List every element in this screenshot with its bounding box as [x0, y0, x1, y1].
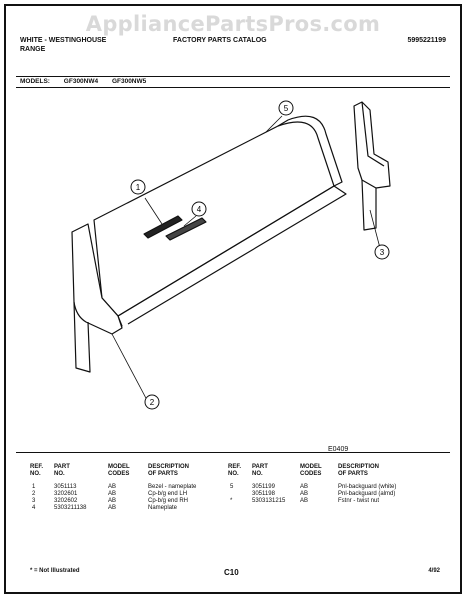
exploded-parts-diagram: 1 2 3 4 5: [71, 100, 391, 410]
model-code: AB: [108, 484, 117, 490]
catalog-title: FACTORY PARTS CATALOG: [173, 37, 267, 44]
part-number: 3051113: [54, 484, 77, 490]
page-number: C10: [224, 568, 239, 577]
callout-1: 1: [130, 179, 146, 195]
header-model: MODEL: [108, 464, 130, 470]
figure-code: E0409: [328, 446, 349, 453]
ref-number: 2: [32, 491, 36, 497]
part-number: 5303131215: [252, 498, 286, 504]
header-part-no: NO.: [252, 471, 263, 477]
part-number: 3051198: [252, 491, 275, 497]
ref-number: 5: [230, 484, 234, 490]
divider: [16, 452, 450, 453]
part-description: Pnl-backguard (almd): [338, 491, 396, 497]
part-number: 5303211138: [54, 505, 87, 511]
leader-line: [265, 115, 283, 133]
header-model-codes: CODES: [300, 471, 322, 477]
catalog-page: AppliancePartsPros.com WHITE - WESTINGHO…: [4, 4, 462, 594]
backguard-top-edge: [277, 115, 343, 187]
ref-number: 3: [32, 498, 36, 504]
catalog-date: 4/92: [428, 568, 440, 574]
header-model: MODEL: [300, 464, 322, 470]
leader-line: [183, 215, 197, 227]
model-code: AB: [300, 498, 309, 504]
leader-line: [111, 333, 149, 403]
right-end-leg: [361, 179, 377, 231]
part-number: 3051199: [252, 484, 275, 490]
part-number: 3202602: [54, 498, 78, 504]
part-description: Fstnr - twist nut: [338, 498, 380, 504]
appliance-type: RANGE: [20, 46, 46, 53]
header-description: DESCRIPTION: [148, 464, 190, 470]
model-code: AB: [300, 484, 309, 490]
header-ref: REF.: [30, 464, 44, 470]
divider: [16, 76, 450, 77]
backguard-panel: [93, 121, 335, 317]
header-part: PART: [252, 464, 268, 470]
callout-4: 4: [191, 201, 207, 217]
model-code: AB: [108, 498, 117, 504]
leader-line: [144, 197, 163, 225]
header-part-no: NO.: [54, 471, 65, 477]
header-description-parts: OF PARTS: [148, 471, 178, 477]
backguard-lower-edge: [117, 185, 347, 325]
header-part: PART: [54, 464, 70, 470]
brand-name: WHITE - WESTINGHOUSE: [20, 37, 107, 44]
ref-number: 4: [32, 505, 36, 511]
model-number: GF300NW4: [63, 78, 99, 85]
header-description: DESCRIPTION: [338, 464, 380, 470]
ref-number: 1: [32, 484, 36, 490]
right-end-detail: [361, 101, 385, 167]
part-description: Cp-b/g end RH: [148, 498, 189, 504]
callout-5: 5: [278, 100, 294, 116]
watermark: AppliancePartsPros.com: [85, 12, 381, 36]
models-label: MODELS:: [20, 78, 50, 85]
part-description: Cp-b/g end LH: [148, 491, 188, 497]
callout-number: 1: [136, 183, 141, 192]
header-ref-no: NO.: [30, 471, 41, 477]
callout-number: 3: [380, 248, 385, 257]
model-code: AB: [300, 491, 309, 497]
callout-3: 3: [374, 244, 390, 260]
model-code: AB: [108, 491, 117, 497]
catalog-number: 5995221199: [407, 37, 446, 44]
header-description-parts: OF PARTS: [338, 471, 368, 477]
divider: [16, 87, 450, 88]
header-model-codes: CODES: [108, 471, 130, 477]
part-description: Pnl-backguard (white): [338, 484, 397, 490]
ref-number: *: [230, 498, 233, 504]
callout-number: 5: [284, 104, 289, 113]
part-description: Nameplate: [148, 505, 178, 511]
callout-number: 2: [150, 398, 155, 407]
part-number: 3202601: [54, 491, 78, 497]
model-number: GF300NW5: [111, 78, 147, 85]
callout-number: 4: [197, 205, 202, 214]
header-ref-no: NO.: [228, 471, 239, 477]
header-ref: REF.: [228, 464, 242, 470]
right-end-cap: [353, 101, 391, 189]
not-illustrated-note: * = Not Illustrated: [30, 568, 80, 574]
nameplate: [165, 217, 207, 241]
nameplate-bezel: [143, 215, 183, 239]
part-description: Bezel - nameplate: [148, 484, 197, 490]
model-code: AB: [108, 505, 117, 511]
callout-2: 2: [144, 394, 160, 410]
left-end-leg: [73, 301, 91, 373]
leader-line: [369, 209, 381, 249]
models-line: MODELS: GF300NW4 GF300NW5: [20, 78, 158, 85]
